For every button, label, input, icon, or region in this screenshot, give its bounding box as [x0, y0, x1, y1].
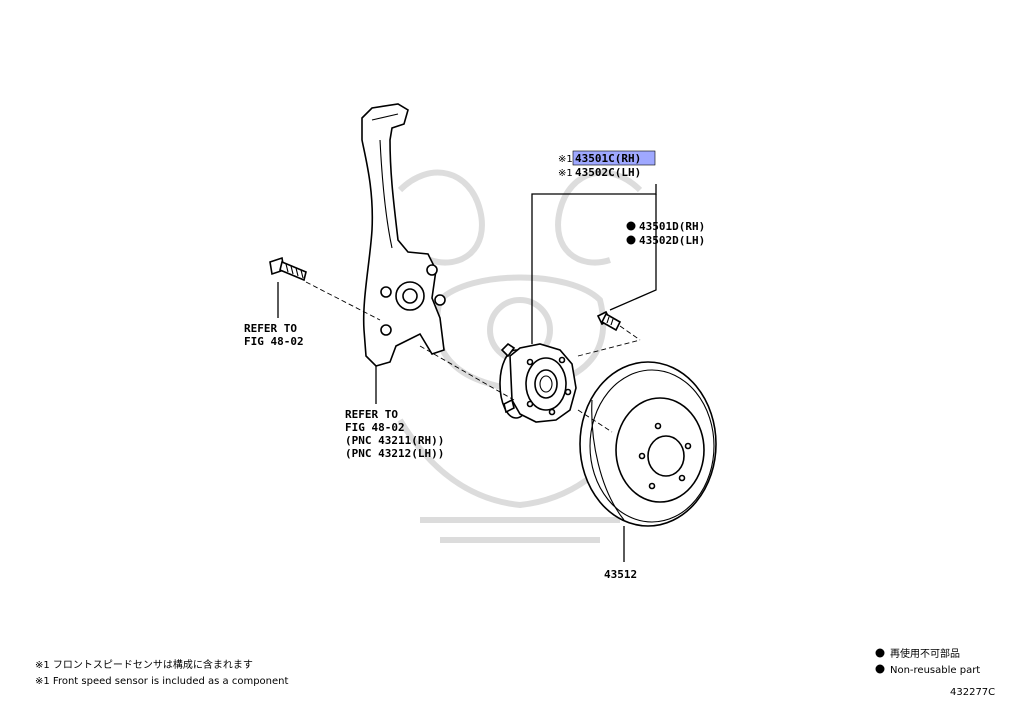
hub-callout[interactable]: ※1 43501C(RH) ※1 43502C(LH)	[558, 152, 641, 179]
knuckle-reference[interactable]: REFER TO FIG 48-02 (PNC 43211(RH)) (PNC …	[345, 408, 444, 460]
pnc-lh[interactable]: (PNC 43212(LH))	[345, 447, 444, 460]
hub-part-number-highlight	[572, 150, 656, 166]
knuckle-bolt-reference[interactable]: REFER TO FIG 48-02	[244, 322, 304, 348]
non-reusable-dot-icon	[626, 221, 636, 231]
pnc-rh[interactable]: (PNC 43211(RH))	[345, 434, 444, 447]
footnote-en: ※1 Front speed sensor is included as a c…	[35, 676, 288, 687]
leader-lines	[277, 184, 657, 562]
hub-bolt-part-lh[interactable]: 43502D(LH)	[639, 234, 705, 247]
non-reusable-dot-icon	[875, 664, 885, 674]
hub-bolt[interactable]	[596, 310, 622, 332]
knuckle-bolt[interactable]	[269, 256, 307, 282]
axle-hub-assembly[interactable]	[499, 342, 577, 423]
legend-en: Non-reusable part	[890, 665, 980, 676]
footnote-jp: ※1 フロントスピードセンサは構成に含まれます	[35, 658, 253, 671]
figure-id: 432277C	[950, 687, 995, 698]
assembly-lines	[305, 281, 641, 433]
hub-bolt-part-rh[interactable]: 43501D(RH)	[639, 220, 705, 233]
legend: 再使用不可部品 Non-reusable part	[875, 647, 980, 676]
steering-knuckle[interactable]	[361, 103, 446, 367]
disc-rotor[interactable]	[579, 361, 717, 527]
hub-part-lh[interactable]: 43502C(LH)	[575, 166, 641, 179]
rotor-part-number[interactable]: 43512	[604, 568, 637, 581]
hub-part-rh[interactable]: 43501C(RH)	[575, 152, 641, 165]
hub-lh-marker: ※1	[558, 168, 573, 179]
refer-figure[interactable]: FIG 48-02	[345, 421, 405, 434]
refer-line: REFER TO	[244, 322, 297, 335]
hub-bolt-callout[interactable]: 43501D(RH) 43502D(LH)	[626, 220, 706, 247]
legend-jp: 再使用不可部品	[890, 647, 960, 660]
hub-rh-marker: ※1	[558, 154, 573, 165]
refer-figure[interactable]: FIG 48-02	[244, 335, 304, 348]
refer-line: REFER TO	[345, 408, 398, 421]
non-reusable-dot-icon	[626, 235, 636, 245]
non-reusable-dot-icon	[875, 648, 885, 658]
